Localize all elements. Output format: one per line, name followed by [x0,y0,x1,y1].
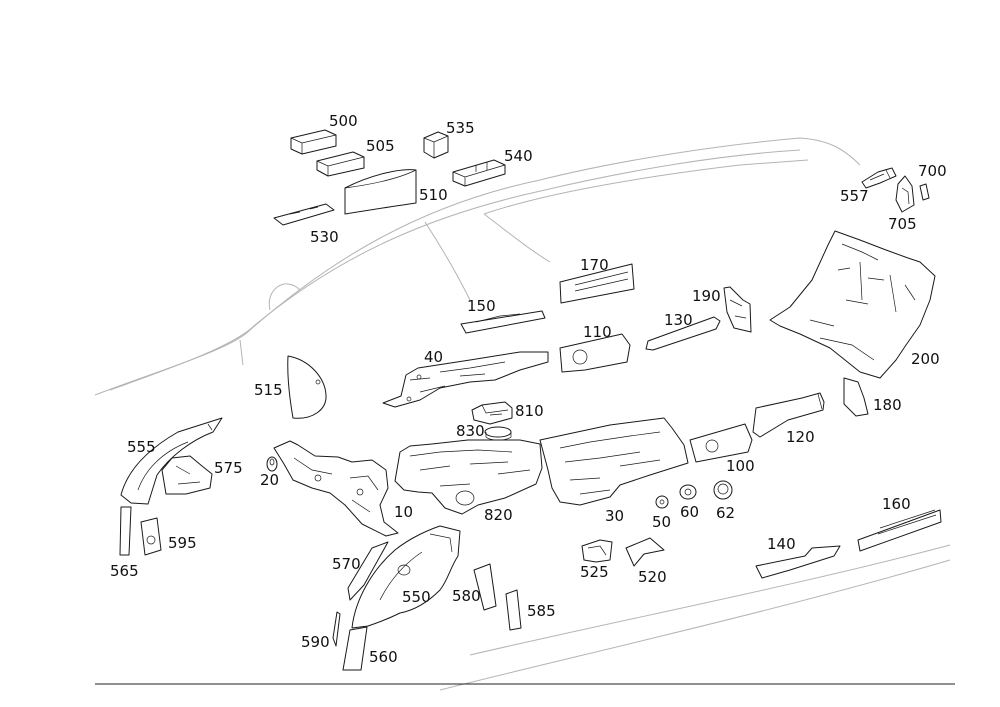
callout-555: 555 [127,438,156,456]
part-200-shape [769,230,936,379]
part-500-shape [290,129,337,155]
callout-50: 50 [652,513,671,531]
part-50-shape [655,495,669,509]
callout-40: 40 [424,348,443,366]
part-515-shape [287,355,327,419]
part-700-shape [919,183,930,201]
part-585-shape [505,589,522,631]
callout-540: 540 [504,147,533,165]
part-130-shape [645,316,721,351]
part-557-shape [861,167,897,189]
callout-505: 505 [366,137,395,155]
part-505-shape [316,151,365,177]
part-595-shape [140,517,162,556]
part-830-shape [484,426,512,441]
part-705-shape [895,175,915,213]
callout-500: 500 [329,112,358,130]
part-180-shape [843,377,869,417]
part-40-shape [382,351,549,408]
callout-590: 590 [301,633,330,651]
callout-140: 140 [767,535,796,553]
part-160-shape [857,509,942,552]
part-20-shape [266,456,278,472]
part-170-shape [559,263,635,304]
part-590-shape [332,611,341,647]
callout-160: 160 [882,495,911,513]
part-580-shape [473,563,497,611]
callout-510: 510 [419,186,448,204]
part-30-shape [539,417,689,506]
part-10-shape [273,440,399,537]
part-575-shape [161,455,213,495]
callout-180: 180 [873,396,902,414]
callout-570: 570 [332,555,361,573]
callout-62: 62 [716,504,735,522]
callout-labels: 500 505 510 530 535 540 557 700 705 170 … [110,112,947,666]
callout-520: 520 [638,568,667,586]
callout-60: 60 [680,503,699,521]
part-190-shape [723,286,752,333]
part-60-shape [679,484,697,500]
part-100-shape [689,423,753,463]
callout-120: 120 [786,428,815,446]
part-565-shape [119,506,132,556]
part-535-shape [423,131,449,159]
part-540-shape [452,159,506,187]
part-140-shape [755,545,841,579]
callout-830: 830 [456,422,485,440]
callout-170: 170 [580,256,609,274]
callout-700: 700 [918,162,947,180]
callout-190: 190 [692,287,721,305]
callout-575: 575 [214,459,243,477]
callout-100: 100 [726,457,755,475]
part-810-shape [471,401,513,425]
callout-110: 110 [583,323,612,341]
part-120-shape [752,392,825,438]
part-520-shape [625,537,665,567]
callout-20: 20 [260,471,279,489]
part-525-shape [581,539,613,563]
callout-565: 565 [110,562,139,580]
callout-530: 530 [310,228,339,246]
callout-580: 580 [452,587,481,605]
part-110-shape [559,333,631,373]
part-150-shape [460,310,546,334]
callout-595: 595 [168,534,197,552]
callout-557: 557 [840,187,869,205]
part-560-shape [342,626,368,671]
part-550-shape [351,525,461,629]
callout-560: 560 [369,648,398,666]
callout-130: 130 [664,311,693,329]
callout-585: 585 [527,602,556,620]
callout-810: 810 [515,402,544,420]
part-530-shape [273,203,335,226]
part-510-shape [344,169,417,215]
callout-705: 705 [888,215,917,233]
part-820-shape [394,439,543,515]
callout-515: 515 [254,381,283,399]
callout-550: 550 [402,588,431,606]
callout-535: 535 [446,119,475,137]
callout-820: 820 [484,506,513,524]
part-62-shape [713,480,733,500]
part-570-shape [347,541,389,601]
callout-525: 525 [580,563,609,581]
part-555-shape [120,417,223,505]
callout-200: 200 [911,350,940,368]
callout-30: 30 [605,507,624,525]
callout-10: 10 [394,503,413,521]
car-outline [94,137,951,691]
callout-150: 150 [467,297,496,315]
